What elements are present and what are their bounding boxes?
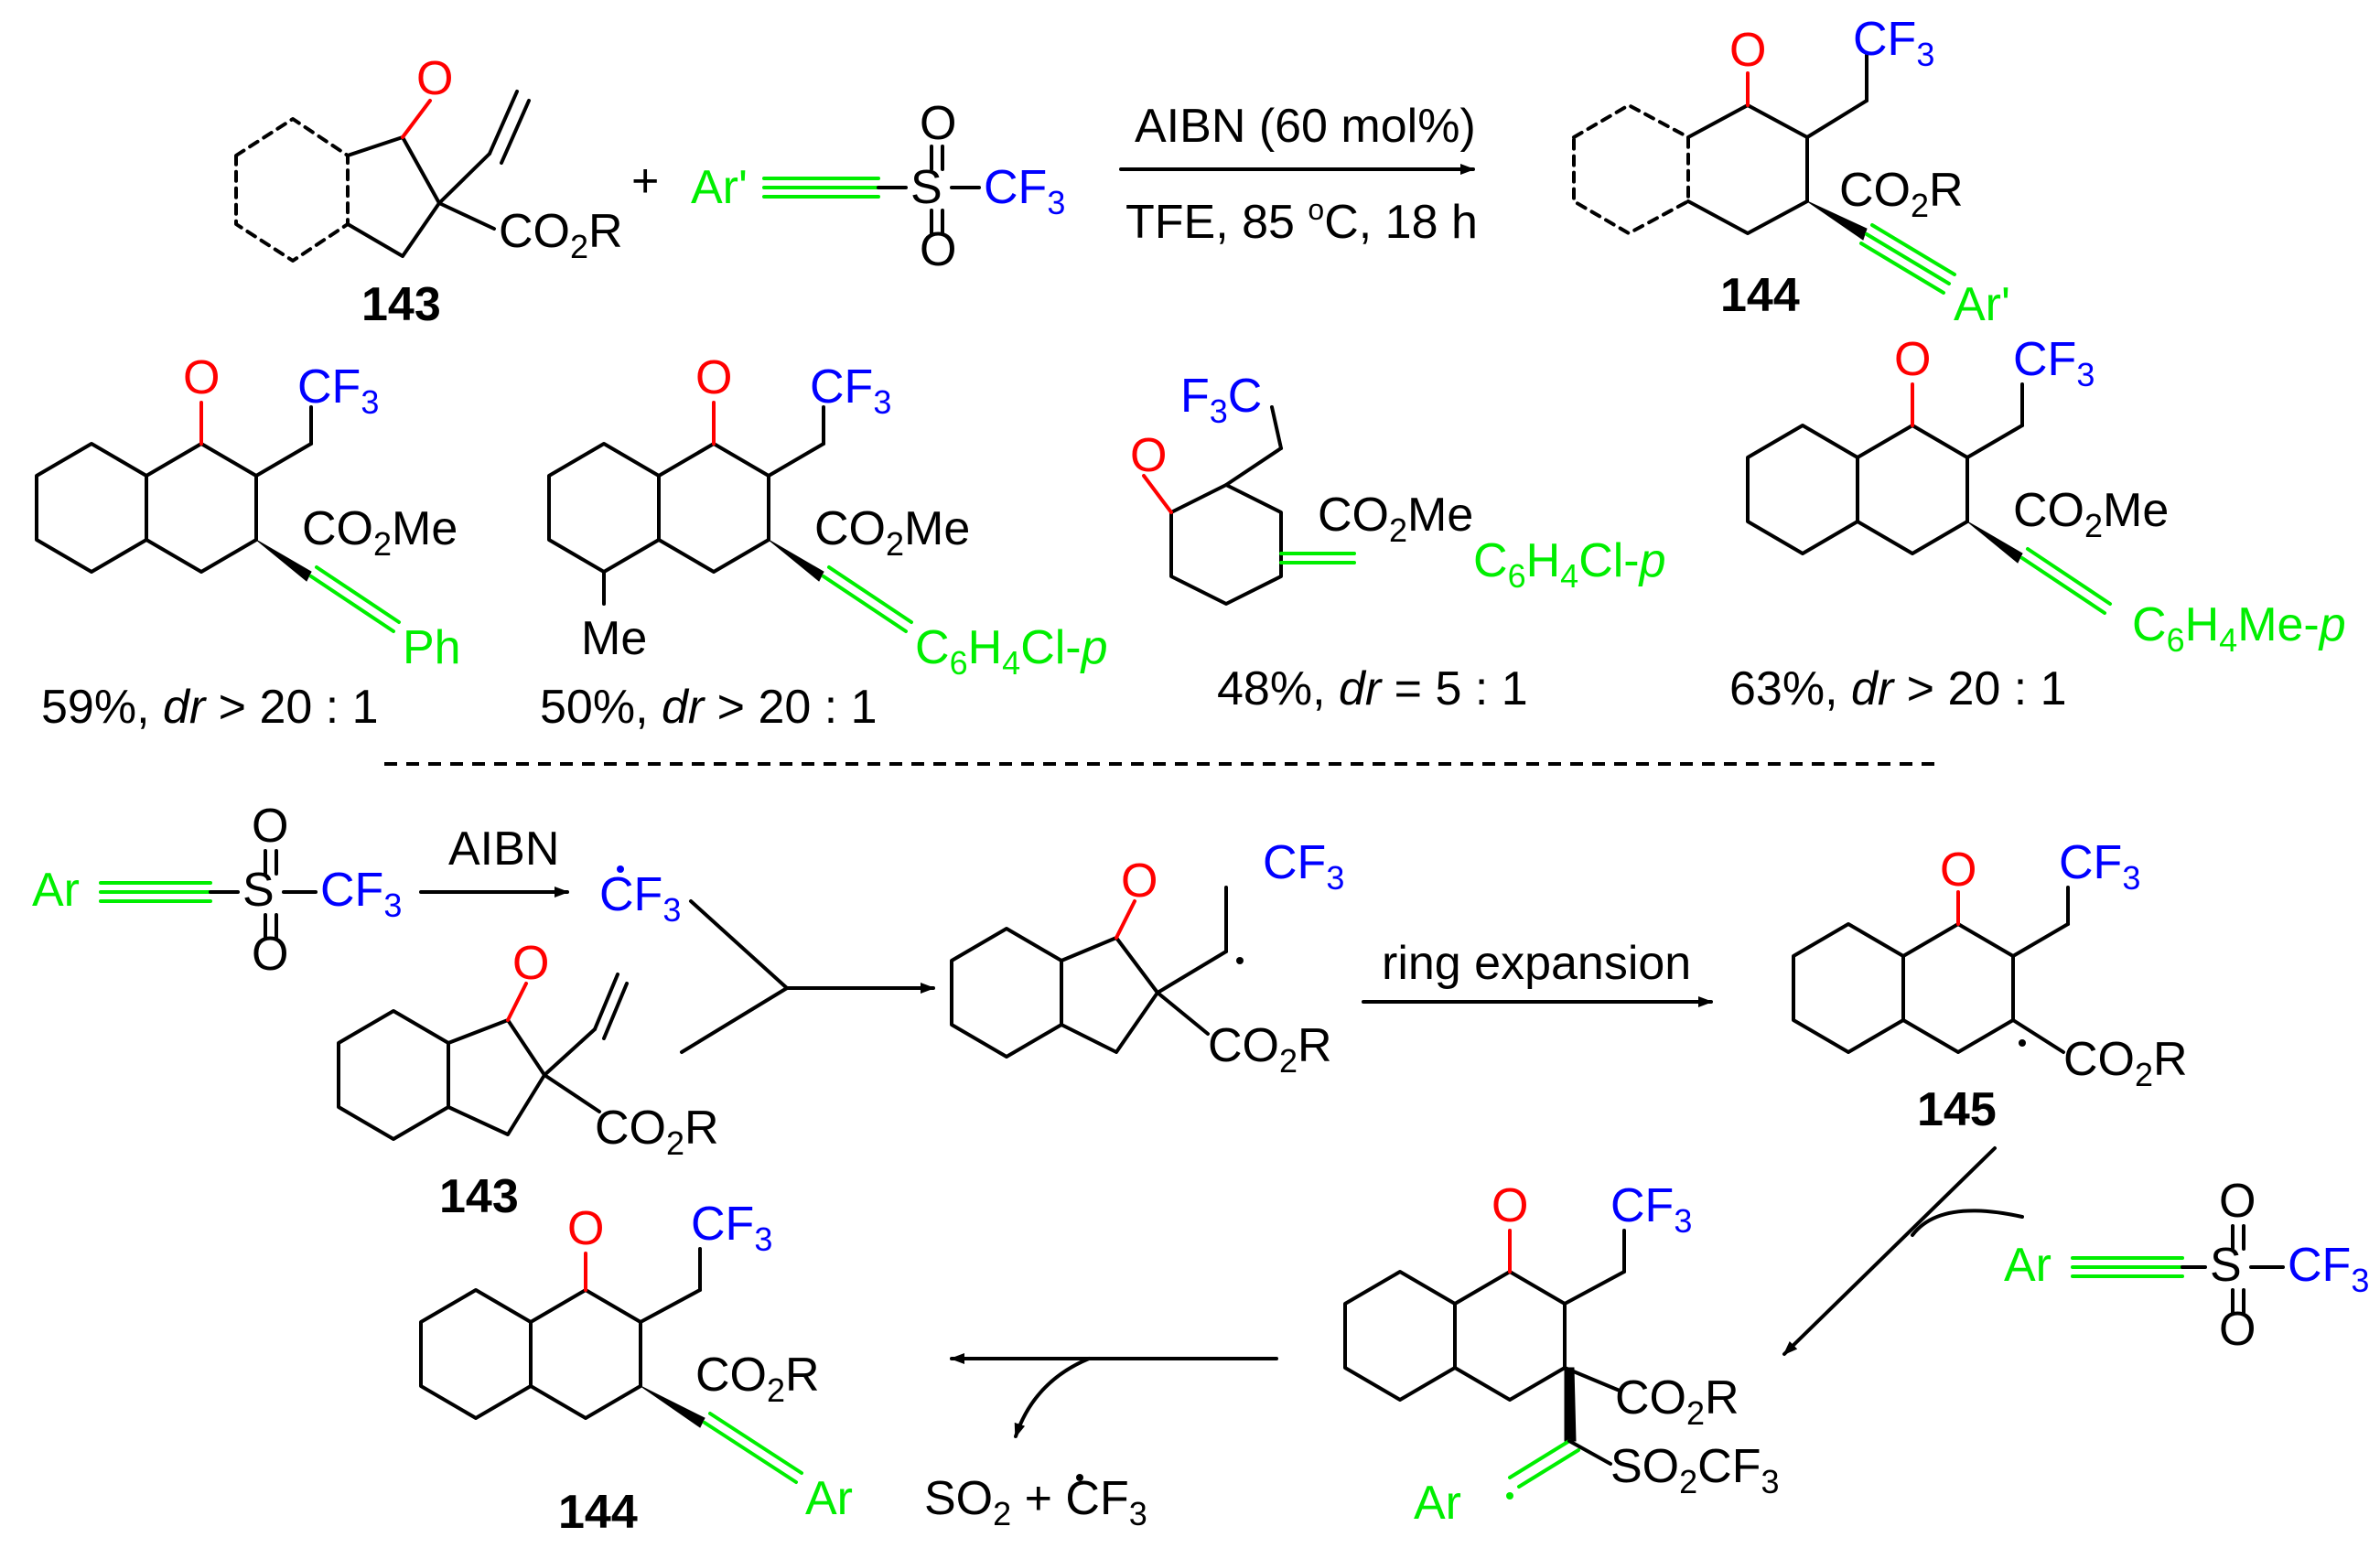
svg-text:CO2Me: CO2Me — [814, 502, 970, 563]
svg-text:Ar: Ar — [32, 864, 80, 917]
reagent-curve — [1911, 1209, 2024, 1237]
svg-text:O: O — [567, 1202, 604, 1255]
svg-text:CO2R: CO2R — [2063, 1033, 2188, 1093]
compound-145: O CF3 CO2R 145 — [1792, 836, 2188, 1136]
label-143-mech: 143 — [439, 1170, 519, 1223]
compound-143-top: O CO2R 143 — [234, 52, 623, 331]
svg-text:CF3: CF3 — [691, 1198, 772, 1258]
svg-text:Me: Me — [581, 612, 647, 665]
svg-text:Ar': Ar' — [1954, 278, 2010, 331]
initiator-label: AIBN — [448, 822, 559, 876]
svg-text:O: O — [1894, 333, 1931, 386]
compound-144-top: O CF3 CO2R Ar' 144 — [1572, 13, 2010, 331]
svg-text:O: O — [252, 928, 288, 981]
svg-text:O: O — [183, 351, 220, 404]
svg-text:O: O — [2219, 1175, 2256, 1228]
example-1: O CF3 CO2Me Ph 59%, dr > 20 : 1 — [35, 351, 461, 734]
svg-text:S: S — [2210, 1239, 2242, 1292]
example-1-result: 59%, dr > 20 : 1 — [41, 681, 379, 734]
label-143-top: 143 — [361, 278, 441, 331]
vinyl-radical-intermediate: O CF3 CO2R SO2CF3 Ar — [1343, 1179, 1780, 1530]
svg-text:Ar: Ar — [805, 1472, 853, 1525]
svg-text:CF3: CF3 — [2013, 333, 2095, 393]
svg-text:O: O — [920, 97, 956, 150]
svg-text:C6H4Cl-p: C6H4Cl-p — [915, 621, 1108, 682]
svg-text:CO2R: CO2R — [1839, 164, 1964, 224]
svg-text:CF3: CF3 — [2059, 836, 2140, 897]
compound-144-mech: O CF3 CO2R Ar 144 — [419, 1198, 853, 1539]
step-label: ring expansion — [1382, 937, 1691, 990]
svg-text:CF3: CF3 — [810, 360, 891, 421]
svg-text:S: S — [242, 864, 275, 917]
example-4: O CF3 CO2Me C6H4Me-p 63%, dr > 20 : 1 — [1729, 333, 2346, 715]
svg-text:Ph: Ph — [403, 621, 461, 674]
svg-text:CF3: CF3 — [297, 360, 379, 421]
addition-arrow — [1782, 1146, 1997, 1356]
ar-alkynyl-triflone-mech-2: Ar S O O CF3 — [2004, 1175, 2369, 1356]
byproduct-label: SO2 + CF3 — [924, 1472, 1147, 1532]
label-144-mech: 144 — [558, 1486, 638, 1539]
svg-text:O: O — [1121, 855, 1158, 908]
example-4-result: 63%, dr > 20 : 1 — [1729, 662, 2067, 715]
svg-text:C6H4Me-p: C6H4Me-p — [2132, 598, 2346, 659]
svg-text:CF3: CF3 — [2288, 1239, 2369, 1299]
combine-line-upper — [689, 899, 789, 990]
svg-text:SO2CF3: SO2CF3 — [1610, 1440, 1780, 1500]
conditions-label: TFE, 85 oC, 18 h — [1125, 193, 1478, 249]
svg-text:F3C: F3C — [1180, 370, 1262, 430]
ar-alkynyl-triflone-mech-1: Ar S O O CF3 — [32, 800, 402, 981]
svg-text:O: O — [416, 52, 453, 105]
svg-text:CO2R: CO2R — [695, 1349, 820, 1409]
svg-text:Ar': Ar' — [691, 161, 748, 214]
svg-text:CO2Me: CO2Me — [1318, 489, 1473, 549]
svg-text:O: O — [695, 351, 732, 404]
svg-text:Ar: Ar — [2004, 1239, 2052, 1292]
svg-text:S: S — [910, 161, 942, 214]
svg-text:CF3: CF3 — [1610, 1179, 1692, 1240]
svg-text:CF3: CF3 — [320, 864, 402, 924]
cf3-radical: CF3 — [599, 868, 681, 929]
reagent-label: AIBN (60 mol%) — [1135, 100, 1476, 153]
svg-text:O: O — [920, 223, 956, 276]
combine-line-lower — [680, 986, 789, 1054]
label-144-top: 144 — [1720, 269, 1800, 322]
svg-text:O: O — [1492, 1179, 1528, 1232]
svg-text:CO2R: CO2R — [1615, 1371, 1739, 1432]
svg-text:CO2R: CO2R — [1208, 1019, 1332, 1080]
elimination-curve — [1014, 1357, 1091, 1438]
svg-text:O: O — [2219, 1303, 2256, 1356]
example-2: O CF3 CO2Me Me C6H4Cl-p 50%, dr > 20 : 1 — [540, 351, 1108, 734]
svg-text:O: O — [512, 937, 549, 990]
example-2-result: 50%, dr > 20 : 1 — [540, 681, 878, 734]
svg-text:CF3: CF3 — [984, 161, 1065, 221]
svg-text:CO2Me: CO2Me — [302, 502, 458, 563]
svg-text:C6H4Cl-p: C6H4Cl-p — [1473, 534, 1666, 595]
label-145: 145 — [1917, 1083, 1997, 1136]
svg-text:CO2Me: CO2Me — [2013, 484, 2169, 544]
svg-text:O: O — [1940, 844, 1976, 897]
svg-text:CO2R: CO2R — [499, 205, 623, 265]
svg-text:CF3: CF3 — [1263, 836, 1344, 897]
svg-text:Ar: Ar — [1414, 1477, 1461, 1530]
plus-sign: + — [631, 155, 659, 208]
svg-text:CF3: CF3 — [1853, 13, 1934, 73]
example-3-result: 48%, dr = 5 : 1 — [1217, 662, 1528, 715]
svg-text:O: O — [252, 800, 288, 853]
radical-intermediate: O CF3 CO2R — [950, 836, 1344, 1080]
svg-text:O: O — [1130, 429, 1167, 482]
compound-143-mech: O CO2R 143 — [337, 937, 719, 1223]
svg-text:O: O — [1729, 24, 1766, 77]
example-3: O F3C CO2Me C6H4Cl-p 48%, dr = 5 : 1 — [1130, 370, 1666, 715]
svg-text:CO2R: CO2R — [595, 1102, 719, 1162]
ar-alkynyl-triflone-top: Ar' S O O CF3 — [691, 97, 1065, 276]
